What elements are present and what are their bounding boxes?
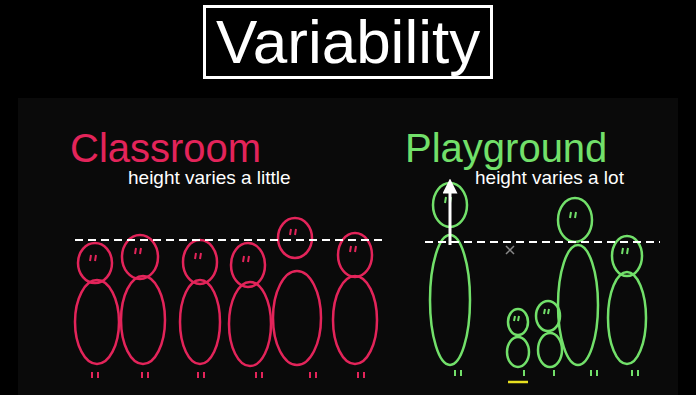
average-line [75, 239, 382, 241]
title: Variability [216, 8, 480, 76]
group-heading: Classroom [70, 126, 261, 170]
title-box: Variability [203, 5, 493, 79]
average-line [425, 241, 660, 243]
ground-mark [508, 381, 528, 384]
group-note: height varies a little [128, 168, 291, 189]
playground-people [430, 183, 646, 376]
panel [18, 98, 678, 395]
deviation-arrow [449, 186, 452, 245]
classroom-people [75, 218, 377, 378]
group-heading: Playground [405, 126, 607, 170]
mean-mark [506, 246, 514, 254]
group-note: height varies a lot [475, 168, 624, 189]
